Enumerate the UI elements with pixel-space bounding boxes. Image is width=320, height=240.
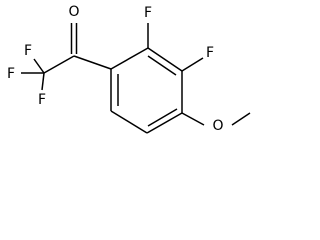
bond-methoxy-o-ch3 <box>231 112 251 126</box>
bond-ring-f3 <box>181 57 204 72</box>
bond-carbonyl-ring <box>73 55 112 70</box>
bond-ring-c5-c6 <box>110 110 148 134</box>
bond-cf3-f-bottom <box>41 72 45 91</box>
atom-label-fluorine-ring-2: F <box>144 5 152 21</box>
atom-label-fluorine-cf3-top: F <box>24 43 32 59</box>
bond-cf3-f-top <box>33 58 45 74</box>
structure-canvas: O F F F F F O <box>0 0 254 138</box>
bond-ring-c2-c3 <box>147 47 183 72</box>
bond-ring-c4-c5 <box>146 112 183 134</box>
bond-carbonyl-cf3 <box>43 55 75 74</box>
bond-ring-methoxy-o <box>181 112 205 126</box>
bond-ring-inner-c2-c3 <box>147 55 177 76</box>
atom-label-fluorine-ring-3: F <box>206 45 214 61</box>
atom-label-carbonyl-oxygen: O <box>68 4 79 20</box>
molecule-structure: O F F F F F O <box>7 4 251 134</box>
bond-ring-c1-c2 <box>110 47 149 70</box>
atom-label-fluorine-cf3-bottom: F <box>38 92 46 108</box>
bond-ring-inner-c4-c5 <box>147 108 178 127</box>
atom-label-methoxy-oxygen: O <box>212 118 223 134</box>
atom-label-fluorine-cf3-left: F <box>7 66 15 82</box>
